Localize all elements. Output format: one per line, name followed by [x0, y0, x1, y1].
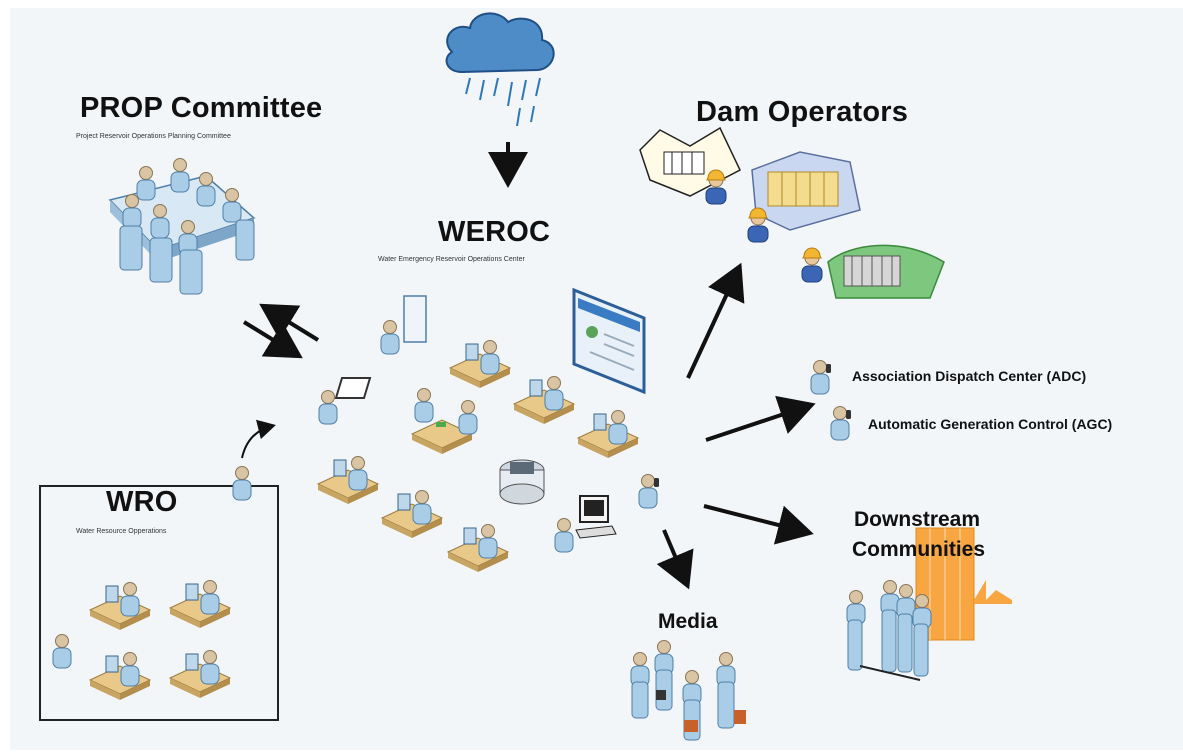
background-panel [10, 8, 1183, 750]
phone-person-icon [811, 361, 851, 441]
agc-label: Automatic Generation Control (AGC) [868, 416, 1113, 432]
computer-icon [575, 495, 617, 539]
wro-liaison-person [232, 466, 252, 501]
adc-label: Association Dispatch Center (ADC) [852, 368, 1087, 384]
reporter-icon [630, 640, 746, 741]
arrows [242, 142, 816, 590]
server-icon [499, 459, 545, 505]
weroc-title: WEROC [438, 216, 551, 248]
arrow-weroc-to-media [656, 529, 694, 590]
workstation-icon [318, 341, 638, 573]
rain-cloud-icon [445, 12, 555, 127]
wro-box [39, 485, 279, 721]
prop-committee-title: PROP Committee [80, 92, 323, 124]
arrow-weroc-to-dam [686, 262, 745, 379]
media-title: Media [658, 610, 718, 633]
weroc-subtitle: Water Emergency Reservoir Operations Cen… [378, 256, 525, 263]
arrow-weroc-to-prop [259, 303, 320, 342]
downstream-line1: Downstream [854, 508, 981, 531]
arrow-wro-to-weroc [241, 419, 276, 459]
phone-person-icon [318, 295, 659, 553]
conference-table-icon [108, 158, 256, 295]
prop-committee-subtitle: Project Reservoir Operations Planning Co… [76, 133, 231, 140]
arrow-weroc-to-adc-agc [705, 395, 816, 442]
community-people-icon [846, 580, 932, 681]
arrow-weroc-to-downstream [703, 504, 814, 545]
dam-icon [639, 126, 945, 299]
dam-operators-title: Dam Operators [696, 96, 909, 128]
arrow-prop-to-weroc [242, 320, 303, 359]
wro-subtitle: Water Resource Opperations [76, 528, 167, 535]
wro-title: WRO [106, 486, 178, 518]
workstation-icon [52, 581, 230, 701]
downstream-line2: Communities [852, 538, 986, 561]
monitor-screen-icon [572, 287, 646, 395]
